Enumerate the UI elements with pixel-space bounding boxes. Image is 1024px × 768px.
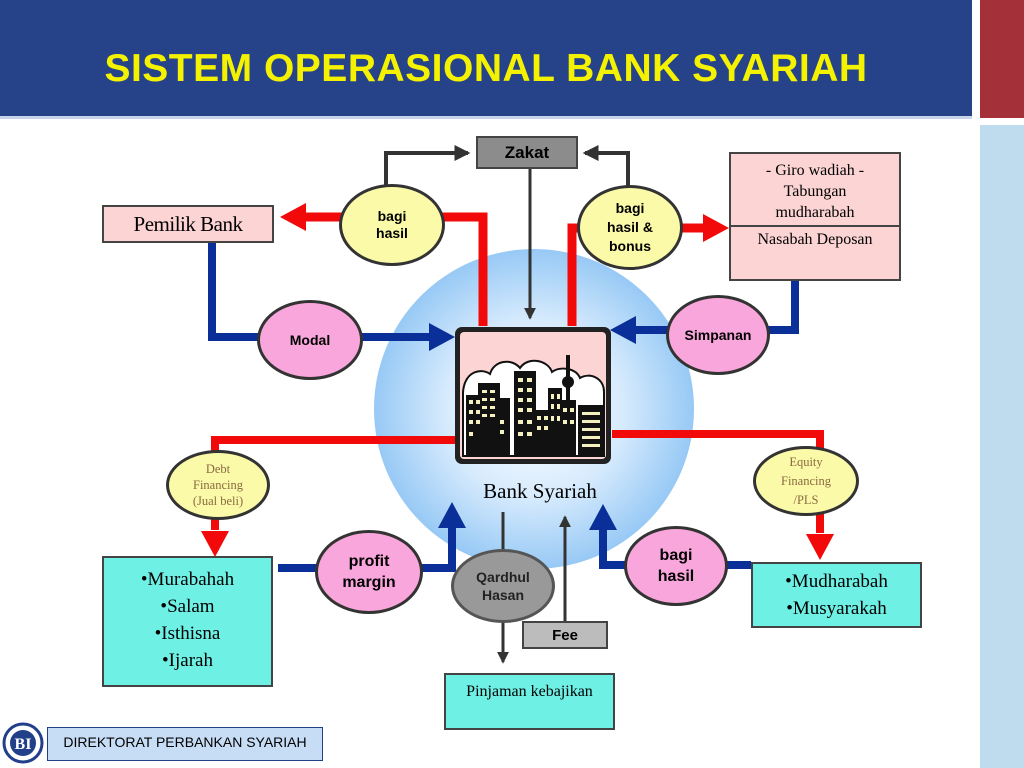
side-accent-blue bbox=[980, 125, 1024, 768]
arrow-head-pemilik bbox=[280, 203, 306, 231]
arrow-head-nasabah bbox=[703, 214, 729, 242]
qardhul-hasan-label: Qardhul Hasan bbox=[476, 569, 530, 603]
bank-syariah-label: Bank Syariah bbox=[483, 479, 597, 503]
product-isthisna: •Isthisna bbox=[154, 623, 221, 644]
logo-text: BI bbox=[15, 736, 32, 753]
nasabah-deposan-label: Nasabah Deposan bbox=[757, 231, 873, 248]
zakat-label: Zakat bbox=[504, 142, 550, 162]
bagi-hasil-owner-label: bagi hasil bbox=[376, 208, 408, 241]
side-accent-red bbox=[980, 0, 1024, 118]
bagi-hasil-equity-oval: bagi hasil bbox=[624, 526, 728, 606]
debt-financing-label: Debt Financing (Jual beli) bbox=[192, 462, 244, 508]
equity-financing-label: Equity Financing /PLS bbox=[781, 454, 831, 507]
arrow-head-simpanan bbox=[610, 316, 636, 344]
product-mudharabah: •Mudharabah bbox=[785, 571, 888, 592]
product-murabahah: •Murabahah bbox=[140, 569, 235, 590]
bank-indonesia-logo: BI bbox=[2, 722, 44, 764]
bagi-hasil-bonus-label: bagi hasil & bonus bbox=[607, 200, 653, 254]
fee-label: Fee bbox=[552, 626, 578, 644]
header-bar bbox=[0, 0, 972, 118]
simpanan-oval: Simpanan bbox=[666, 295, 770, 375]
equity-financing-oval: Equity Financing /PLS bbox=[753, 446, 859, 516]
arrow-head-profit bbox=[438, 502, 466, 528]
pinjaman-kebajikan-box: Pinjaman kebajikan bbox=[444, 673, 615, 730]
profit-margin-oval: profit margin bbox=[315, 530, 423, 614]
product-salam: •Salam bbox=[160, 596, 215, 617]
pemilik-bank-label: Pemilik Bank bbox=[133, 211, 243, 236]
bagi-hasil-owner-oval: bagi hasil bbox=[339, 184, 445, 266]
qardhul-hasan-oval: Qardhul Hasan bbox=[451, 549, 555, 623]
equity-products-list: •Mudharabah •Musyarakah bbox=[785, 568, 888, 622]
pinjaman-kebajikan-label: Pinjaman kebajikan bbox=[466, 683, 593, 700]
simpanan-label: Simpanan bbox=[684, 327, 752, 343]
bagi-hasil-equity-label: bagi hasil bbox=[657, 547, 695, 585]
arrow-head-modal bbox=[429, 323, 455, 351]
bagi-hasil-bonus-oval: bagi hasil & bonus bbox=[577, 185, 683, 270]
footer-label: DIREKTORAT PERBANKAN SYARIAH bbox=[47, 727, 323, 761]
nasabah-divider bbox=[731, 225, 899, 227]
arrow-head-debt bbox=[201, 531, 229, 557]
fee-box: Fee bbox=[522, 621, 608, 649]
profit-margin-label: profit margin bbox=[342, 553, 396, 591]
nasabah-deposan-box: - Giro wadiah - Tabungan mudharabah Nasa… bbox=[729, 152, 901, 281]
debt-financing-oval: Debt Financing (Jual beli) bbox=[166, 450, 270, 520]
bank-building-icon bbox=[455, 327, 611, 464]
product-musyarakah: •Musyarakah bbox=[786, 598, 887, 619]
equity-products-box: •Mudharabah •Musyarakah bbox=[751, 562, 922, 628]
zakat-box: Zakat bbox=[476, 136, 578, 169]
nasabah-types-label: - Giro wadiah - Tabungan mudharabah bbox=[765, 162, 865, 221]
modal-label: Modal bbox=[289, 332, 331, 348]
debt-products-list: •Murabahah •Salam •Isthisna •Ijarah bbox=[141, 566, 234, 674]
page-title: SISTEM OPERASIONAL BANK SYARIAH bbox=[104, 47, 868, 90]
debt-products-box: •Murabahah •Salam •Isthisna •Ijarah bbox=[102, 556, 273, 687]
arrow-head-equity bbox=[806, 534, 834, 560]
product-ijarah: •Ijarah bbox=[162, 650, 213, 671]
modal-oval: Modal bbox=[257, 300, 363, 380]
arrow-head-bagi-hasil bbox=[589, 504, 617, 530]
header-divider bbox=[0, 116, 972, 119]
pemilik-bank-box: Pemilik Bank bbox=[102, 205, 274, 243]
